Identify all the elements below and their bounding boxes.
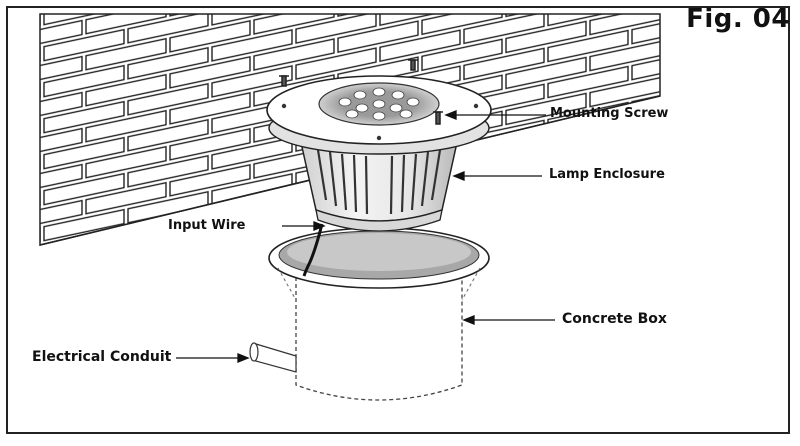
electrical-conduit	[249, 342, 297, 373]
input-wire	[302, 223, 324, 277]
lamp-faceplate	[266, 75, 492, 155]
mounting-screws	[279, 59, 443, 125]
lamp-enclosure	[299, 137, 459, 232]
label-lamp-enclosure: Lamp Enclosure	[549, 167, 665, 182]
figure-title: Fig. 04	[686, 4, 790, 34]
label-electrical-conduit: Electrical Conduit	[32, 349, 172, 365]
led-array	[338, 87, 420, 121]
label-mounting-screw: Mounting Screw	[550, 106, 669, 121]
leader-arrows	[176, 110, 555, 363]
label-input-wire: Input Wire	[168, 218, 246, 233]
concrete-box	[268, 227, 490, 401]
label-concrete-box: Concrete Box	[562, 311, 667, 327]
